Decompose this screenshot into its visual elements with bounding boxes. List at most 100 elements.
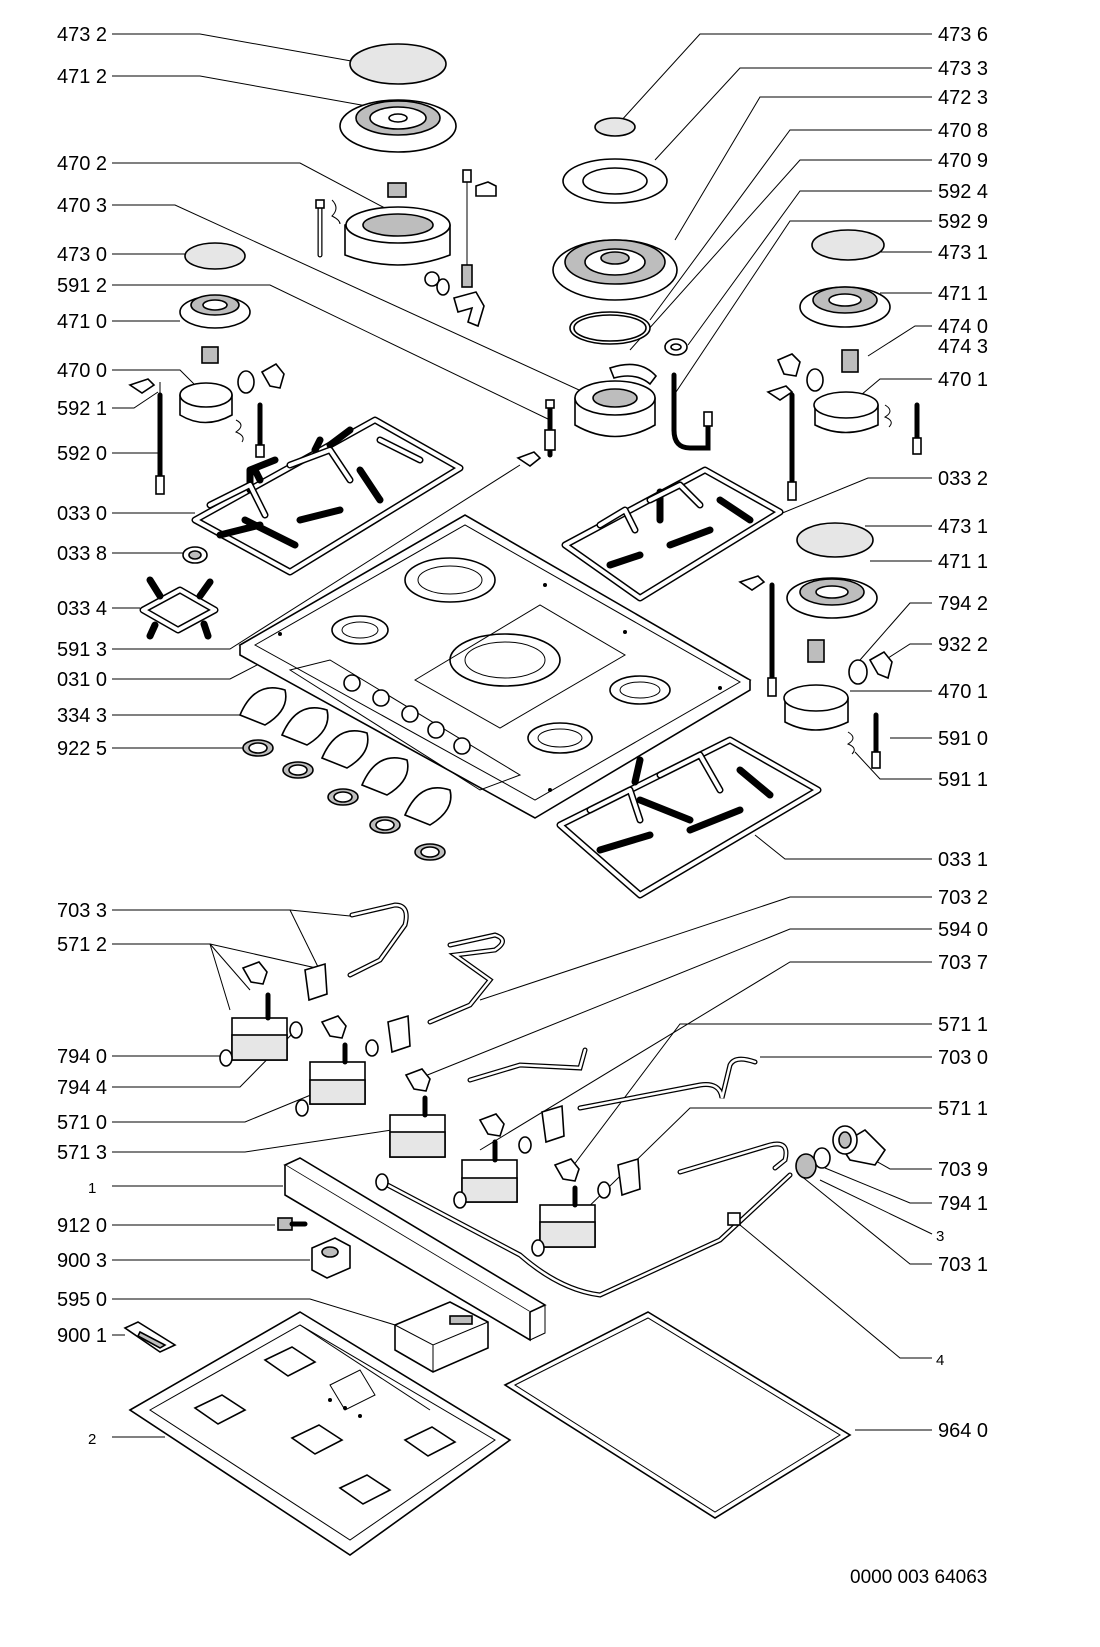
hob-top-plate-031-0 bbox=[238, 514, 752, 819]
label-334-3: 334 3 bbox=[57, 705, 107, 727]
label-591-1: 591 1 bbox=[938, 769, 988, 791]
label-473-6: 473 6 bbox=[938, 24, 988, 46]
clip-932 bbox=[453, 291, 485, 328]
label-033-1: 033 1 bbox=[938, 849, 988, 871]
label-703-9: 703 9 bbox=[938, 1159, 988, 1181]
label-900-3: 900 3 bbox=[57, 1250, 107, 1272]
label-473-1: 473 1 bbox=[938, 242, 988, 264]
clip-470-9 bbox=[608, 363, 658, 386]
gas-tap-571-2 bbox=[219, 961, 328, 1067]
label-473-1-b: 473 1 bbox=[938, 516, 988, 538]
label-592-4: 592 4 bbox=[938, 181, 988, 203]
electrode-592-1 bbox=[128, 378, 165, 495]
label-470-2: 470 2 bbox=[57, 153, 107, 175]
thermocouple-592-9 bbox=[671, 372, 713, 451]
drawing-number: 0000 003 64063 bbox=[850, 1567, 987, 1588]
burner-crown-472-3 bbox=[552, 239, 678, 301]
burner-cap-473-1-b bbox=[796, 522, 874, 558]
label-595-0: 595 0 bbox=[57, 1289, 107, 1311]
gas-tap-571-1 bbox=[453, 1104, 565, 1209]
label-922-5: 922 5 bbox=[57, 738, 107, 760]
seal-794-2 bbox=[848, 659, 868, 685]
burner-body-470-0 bbox=[179, 346, 285, 424]
electrode-left-top bbox=[315, 199, 341, 258]
thermocouple-top bbox=[461, 169, 497, 288]
label-473-2: 473 2 bbox=[57, 24, 107, 46]
burner-body-470-1 bbox=[776, 353, 879, 434]
label-591-0: 591 0 bbox=[938, 728, 988, 750]
bracket-900-1 bbox=[123, 1321, 177, 1353]
electrode-left-mid bbox=[234, 402, 265, 458]
label-471-1-b: 471 1 bbox=[938, 551, 988, 573]
bottom-tray-2 bbox=[128, 1311, 512, 1556]
label-571-1-b: 571 1 bbox=[938, 1098, 988, 1120]
left-labels: 473 2 471 2 470 2 470 3 473 0 591 2 471 … bbox=[57, 24, 107, 1448]
clip-932-2 bbox=[868, 650, 893, 680]
label-473-3: 473 3 bbox=[938, 58, 988, 80]
label-470-1-b: 470 1 bbox=[938, 681, 988, 703]
label-031-0: 031 0 bbox=[57, 669, 107, 691]
label-474-0: 474 0 bbox=[938, 316, 988, 338]
burner-crown-471-2 bbox=[339, 99, 457, 153]
electrode-right-top bbox=[766, 385, 922, 501]
ignition-unit-595-0 bbox=[394, 1301, 489, 1373]
label-703-0: 703 0 bbox=[938, 1047, 988, 1069]
label-1: 1 bbox=[88, 1180, 96, 1197]
label-794-0: 794 0 bbox=[57, 1046, 107, 1068]
electrode-591-0 bbox=[738, 575, 881, 769]
label-472-3: 472 3 bbox=[938, 87, 988, 109]
inlet-elbow-703-9 bbox=[832, 1125, 887, 1166]
gas-tap-571-1-b bbox=[531, 1157, 641, 1257]
burner-cap-473-1 bbox=[811, 229, 885, 261]
label-592-0: 592 0 bbox=[57, 443, 107, 465]
label-033-4: 033 4 bbox=[57, 598, 107, 620]
label-794-1: 794 1 bbox=[938, 1193, 988, 1215]
label-473-0: 473 0 bbox=[57, 244, 107, 266]
label-794-2: 794 2 bbox=[938, 593, 988, 615]
foot-033-8 bbox=[182, 546, 208, 564]
label-033-0: 033 0 bbox=[57, 503, 107, 525]
burner-crown-471-1-b bbox=[786, 577, 878, 619]
label-703-3: 703 3 bbox=[57, 900, 107, 922]
gas-pipes bbox=[347, 902, 793, 1298]
wok-support-033-4 bbox=[139, 576, 219, 640]
nut-3 bbox=[795, 1153, 817, 1179]
label-471-1: 471 1 bbox=[938, 283, 988, 305]
gas-tap-571-3 bbox=[375, 1068, 446, 1191]
label-470-0: 470 0 bbox=[57, 360, 107, 382]
pan-support-033-1 bbox=[556, 736, 822, 899]
label-703-7: 703 7 bbox=[938, 952, 988, 974]
nut-592-4 bbox=[664, 338, 688, 356]
screw-912-0 bbox=[277, 1217, 308, 1231]
label-4: 4 bbox=[936, 1352, 944, 1369]
label-033-2: 033 2 bbox=[938, 468, 988, 490]
burner-body-470-2 bbox=[344, 182, 451, 296]
pan-support-033-0 bbox=[191, 416, 464, 576]
label-2: 2 bbox=[88, 1431, 96, 1448]
label-591-2: 591 2 bbox=[57, 275, 107, 297]
seal-ring-470-8 bbox=[569, 311, 651, 345]
right-labels: 473 6 473 3 472 3 470 8 470 9 592 4 592 … bbox=[936, 24, 988, 1442]
pan-support-033-2 bbox=[561, 466, 784, 602]
label-912-0: 912 0 bbox=[57, 1215, 107, 1237]
clip-591-3 bbox=[516, 451, 542, 467]
burner-crown-471-0 bbox=[179, 294, 251, 329]
label-470-3: 470 3 bbox=[57, 195, 107, 217]
label-571-0: 571 0 bbox=[57, 1112, 107, 1134]
label-571-1: 571 1 bbox=[938, 1014, 988, 1036]
label-932-2: 932 2 bbox=[938, 634, 988, 656]
clamp-900-3 bbox=[311, 1237, 351, 1279]
label-470-8: 470 8 bbox=[938, 120, 988, 142]
gas-tap-571-0 bbox=[295, 1014, 411, 1117]
label-703-1: 703 1 bbox=[938, 1254, 988, 1276]
label-900-1: 900 1 bbox=[57, 1325, 107, 1347]
electrode-591-2 bbox=[544, 399, 556, 458]
burner-body-470-1-b bbox=[783, 684, 849, 731]
label-571-2: 571 2 bbox=[57, 934, 107, 956]
label-591-3: 591 3 bbox=[57, 639, 107, 661]
label-470-9: 470 9 bbox=[938, 150, 988, 172]
burner-body-470-3 bbox=[574, 380, 656, 438]
leader-lines bbox=[112, 33, 933, 1438]
label-471-2: 471 2 bbox=[57, 66, 107, 88]
label-033-8: 033 8 bbox=[57, 543, 107, 565]
